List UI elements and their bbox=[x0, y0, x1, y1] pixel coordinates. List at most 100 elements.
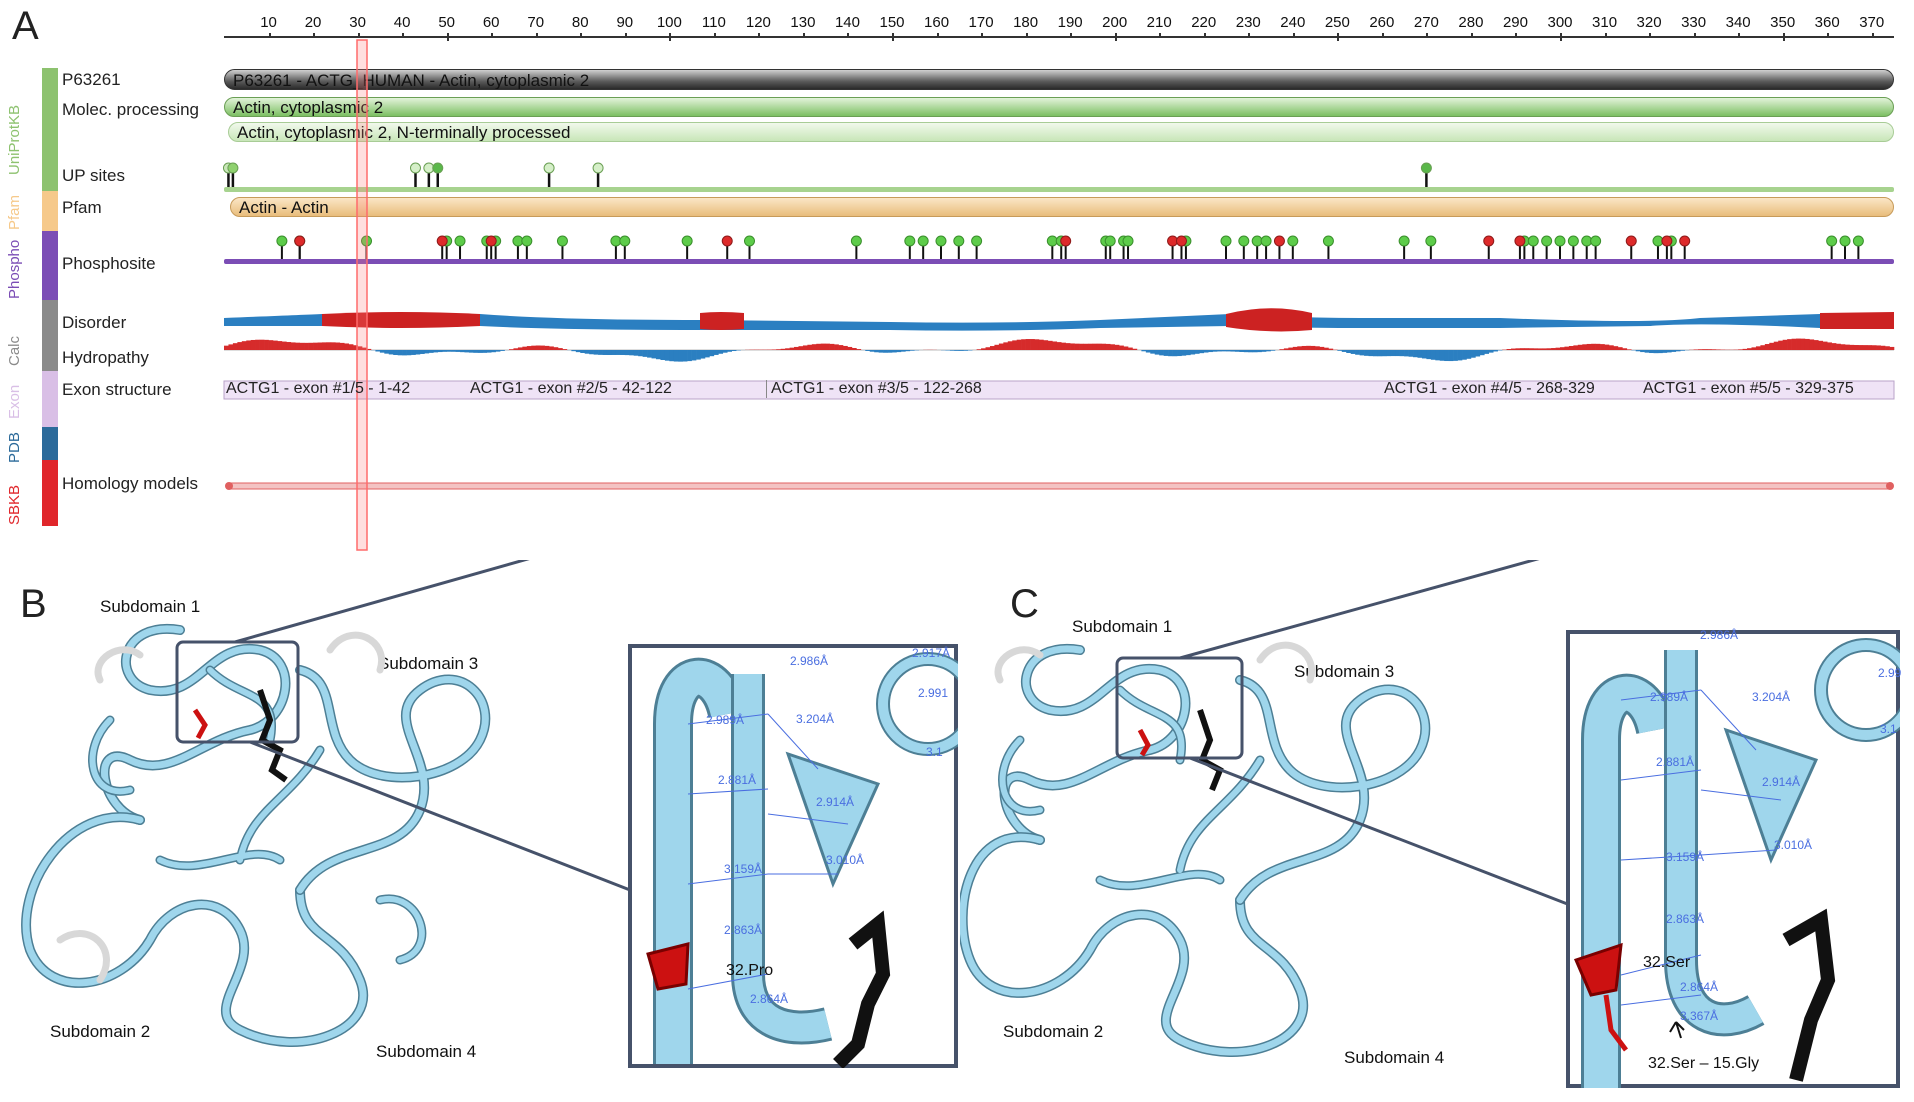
hydropathy-bar-positive bbox=[994, 345, 999, 350]
hydropathy-bar-positive bbox=[856, 349, 861, 350]
hydropathy-bar-positive bbox=[300, 343, 305, 350]
hydropathy-bar-negative bbox=[1640, 350, 1645, 352]
panel-b-distance-1: 2.986Å bbox=[790, 654, 828, 668]
hydropathy-bar-positive bbox=[821, 344, 826, 350]
exon-5-label[interactable]: ACTG1 - exon #5/5 - 329-375 bbox=[1643, 380, 1854, 398]
hydropathy-bar-negative bbox=[625, 350, 630, 355]
hydropathy-bar-negative bbox=[616, 350, 621, 355]
hydropathy-bar-positive bbox=[1845, 345, 1850, 350]
hydropathy-bar-negative bbox=[714, 350, 719, 355]
hydropathy-bar-positive bbox=[1792, 339, 1797, 350]
homology-model-end bbox=[1886, 482, 1894, 490]
hydropathy-bar-negative bbox=[424, 350, 429, 353]
hydropathy-bar-positive bbox=[1515, 348, 1520, 350]
hydropathy-bar-negative bbox=[687, 350, 692, 361]
hydropathy-bar-positive bbox=[1881, 346, 1886, 350]
hydropathy-bar-negative bbox=[402, 350, 407, 355]
hydropathy-bar-negative bbox=[1462, 350, 1467, 360]
panel-c-distance-5: 3.1 bbox=[1880, 722, 1897, 736]
disorder-region-red-4 bbox=[1820, 312, 1894, 329]
hydropathy-bar-negative bbox=[879, 350, 884, 353]
phosphosite-marker-green bbox=[1105, 236, 1115, 246]
hydropathy-bar-positive bbox=[807, 345, 812, 350]
hydropathy-bar-positive bbox=[527, 346, 532, 350]
hydropathy-bar-negative bbox=[1168, 350, 1173, 356]
hydropathy-bar-negative bbox=[718, 350, 723, 354]
hydropathy-bar-positive bbox=[1083, 344, 1088, 350]
hydropathy-bar-positive bbox=[1315, 346, 1320, 350]
hydropathy-bar-negative bbox=[701, 350, 706, 359]
hydropathy-bar-negative bbox=[660, 350, 665, 360]
hydropathy-bar-negative bbox=[491, 350, 496, 352]
hydropathy-bar-positive bbox=[790, 348, 795, 350]
hydropathy-bar-negative bbox=[1204, 350, 1209, 353]
hydropathy-bar-negative bbox=[705, 350, 710, 357]
phosphosite-marker-red bbox=[1061, 236, 1071, 246]
hydropathy-bar-negative bbox=[460, 350, 465, 352]
hydropathy-bar-negative bbox=[607, 350, 612, 355]
hydropathy-bar-positive bbox=[1858, 345, 1863, 350]
hydropathy-bar-positive bbox=[1863, 345, 1868, 350]
hydropathy-bar-negative bbox=[1475, 350, 1480, 356]
hydropathy-bar-positive bbox=[1030, 339, 1035, 350]
homology-model-bar bbox=[228, 483, 1890, 489]
panel-c-distance-11: 2.864Å bbox=[1680, 980, 1718, 994]
hydropathy-bar-positive bbox=[1756, 346, 1761, 350]
phosphosite-marker-green bbox=[1591, 236, 1601, 246]
phosphosite-marker-green bbox=[557, 236, 567, 246]
hydropathy-bar-negative bbox=[638, 350, 643, 356]
hydropathy-bar-positive bbox=[1582, 344, 1587, 350]
hydropathy-bar-negative bbox=[1654, 350, 1659, 353]
hydropathy-bar-positive bbox=[1872, 345, 1877, 350]
phosphosite-marker-green bbox=[1123, 236, 1133, 246]
exon-4-label[interactable]: ACTG1 - exon #4/5 - 268-329 bbox=[1384, 380, 1595, 398]
hydropathy-bar-negative bbox=[1377, 350, 1382, 356]
phosphosite-marker-green bbox=[851, 236, 861, 246]
hydropathy-bar-positive bbox=[1605, 345, 1610, 350]
hydropathy-bar-positive bbox=[776, 349, 781, 350]
hydropathy-bar-positive bbox=[1854, 345, 1859, 350]
panel-c-ligand bbox=[1200, 710, 1220, 790]
hydropathy-bar-negative bbox=[585, 350, 590, 354]
hydropathy-bar-negative bbox=[1244, 350, 1249, 352]
hydropathy-bar-negative bbox=[620, 350, 625, 355]
hydropathy-bar-positive bbox=[1787, 339, 1792, 350]
hydropathy-bar-positive bbox=[1003, 342, 1008, 350]
phosphosite-marker-green bbox=[1853, 236, 1863, 246]
hydropathy-bar-negative bbox=[1230, 350, 1235, 352]
phosphosite-marker-green bbox=[620, 236, 630, 246]
hydropathy-bar-negative bbox=[1150, 350, 1155, 354]
hydropathy-bar-positive bbox=[1774, 342, 1779, 350]
hydropathy-bar-negative bbox=[1386, 350, 1391, 356]
hydropathy-bar-negative bbox=[1177, 350, 1182, 356]
exon-1-label[interactable]: ACTG1 - exon #1/5 - 1-42 bbox=[226, 380, 410, 398]
hydropathy-bar-negative bbox=[487, 350, 492, 353]
hydropathy-bar-positive bbox=[1556, 348, 1561, 350]
hydropathy-bar-negative bbox=[1373, 350, 1378, 356]
hydropathy-bar-negative bbox=[380, 350, 385, 353]
hydropathy-bar-positive bbox=[1061, 343, 1066, 350]
hydropathy-bar-positive bbox=[839, 345, 844, 350]
hydropathy-bar-negative bbox=[1266, 350, 1271, 351]
hydropathy-bar-negative bbox=[442, 350, 447, 352]
hydropathy-bar-positive bbox=[1627, 349, 1632, 350]
up-site-marker bbox=[544, 163, 554, 173]
hydropathy-bar-negative bbox=[674, 350, 679, 362]
exon-2-label[interactable]: ACTG1 - exon #2/5 - 42-122 bbox=[470, 380, 672, 398]
phosphosite-marker-green bbox=[682, 236, 692, 246]
hydropathy-bar-negative bbox=[874, 350, 879, 352]
hydropathy-bar-negative bbox=[1382, 350, 1387, 356]
hydropathy-bar-positive bbox=[1293, 347, 1298, 350]
hydropathy-bar-negative bbox=[1391, 350, 1396, 356]
tracks-graphics bbox=[0, 0, 1914, 560]
panel-c-distance-10: 2.863Å bbox=[1666, 912, 1704, 926]
hydropathy-bar-positive bbox=[1507, 349, 1512, 350]
phosphosite-marker-red bbox=[295, 236, 305, 246]
hydropathy-bar-positive bbox=[812, 344, 817, 350]
exon-3-label[interactable]: ACTG1 - exon #3/5 - 122-268 bbox=[766, 380, 982, 398]
phosphosite-marker-green bbox=[918, 236, 928, 246]
panel-c-zoom-inset bbox=[1566, 630, 1900, 1088]
hydropathy-bar-negative bbox=[692, 350, 697, 360]
phosphosite-marker-green bbox=[1568, 236, 1578, 246]
hydropathy-bar-positive bbox=[1760, 345, 1765, 350]
